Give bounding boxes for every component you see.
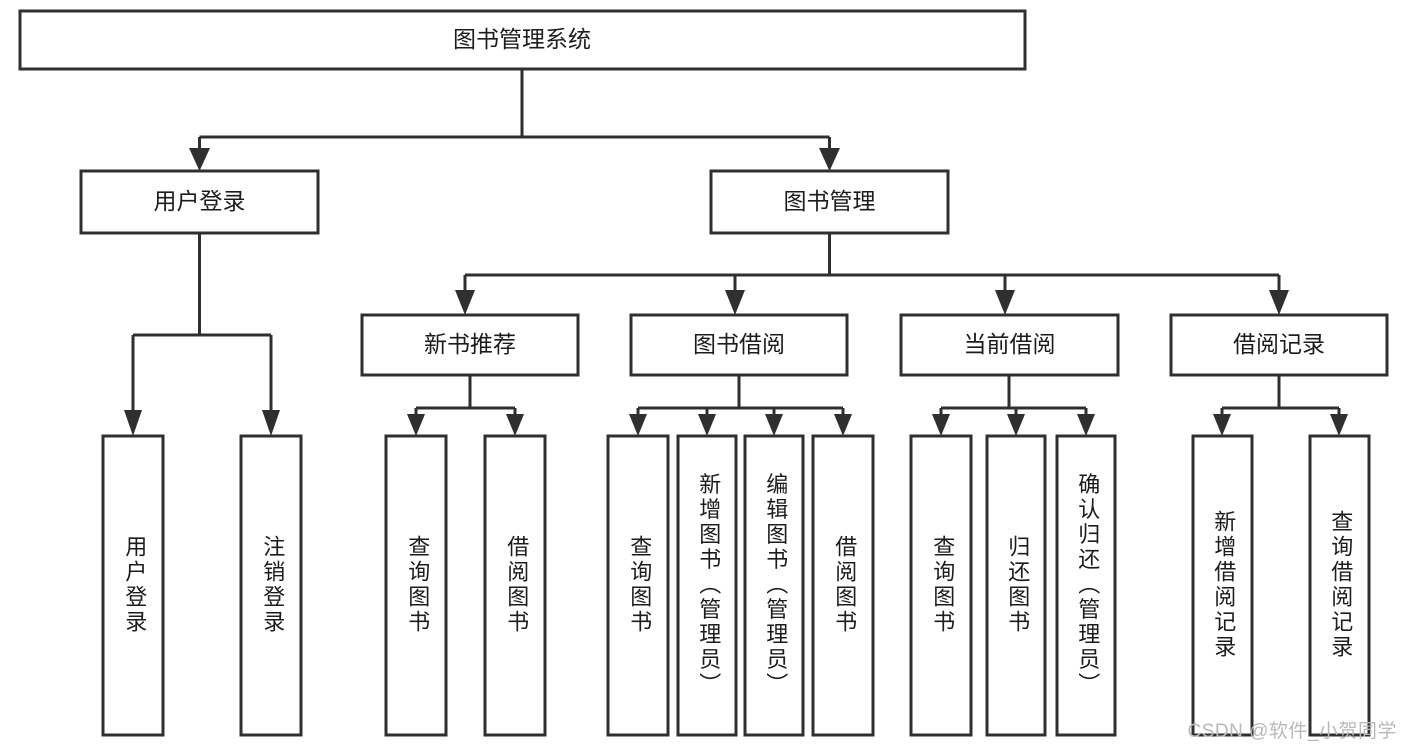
arrow-head-user-login: [189, 148, 210, 171]
node-leaf-query-book-3-label: 查询图书: [930, 535, 955, 635]
node-current-borrow-label: 当前借阅: [964, 331, 1056, 357]
arrow-head-leaf-query-book-1: [407, 414, 425, 436]
node-current-borrow[interactable]: 当前借阅: [899, 313, 1120, 377]
node-leaf-user-login[interactable]: 用户登录: [101, 434, 165, 737]
arrow-head-leaf-confirm-return-admin: [1077, 414, 1095, 436]
node-leaf-query-book-2[interactable]: 查询图书: [606, 434, 670, 737]
arrow-head-leaf-add-book-admin: [698, 414, 716, 436]
node-leaf-query-book-2-label: 查询图书: [627, 535, 652, 635]
node-new-book-recommend-label: 新书推荐: [424, 331, 516, 357]
node-leaf-confirm-return-admin-box[interactable]: [1055, 434, 1117, 737]
node-leaf-borrow-book-2-label: 借阅图书: [832, 535, 857, 635]
arrow-head-book-manage: [819, 148, 840, 171]
node-leaf-query-book-3-box[interactable]: [909, 434, 973, 737]
node-leaf-borrow-book-1-box[interactable]: [483, 434, 547, 737]
node-leaf-add-borrow-record-label: 新增借阅记录: [1211, 510, 1236, 660]
node-root[interactable]: 图书管理系统: [18, 9, 1027, 71]
arrow-head-leaf-borrow-book-2: [834, 414, 852, 436]
node-leaf-query-book-3[interactable]: 查询图书: [909, 434, 973, 737]
node-leaf-user-login-label: 用户登录: [122, 535, 147, 635]
arrow-head-leaf-query-borrow-record: [1330, 414, 1348, 436]
arrow-head-leaf-user-logout: [262, 410, 280, 436]
node-book-manage-box[interactable]: [709, 169, 950, 235]
node-new-book-recommend[interactable]: 新书推荐: [360, 313, 580, 377]
arrow-head-borrow-record: [1269, 290, 1289, 315]
node-leaf-edit-book-admin-box[interactable]: [743, 434, 805, 737]
node-leaf-query-borrow-record[interactable]: 查询借阅记录: [1308, 434, 1371, 737]
node-leaf-user-logout[interactable]: 注销登录: [239, 434, 303, 737]
node-leaf-edit-book-admin[interactable]: 编辑图书（管理员）: [743, 434, 805, 737]
connector-layer: [124, 69, 1348, 436]
node-leaf-borrow-book-1-label: 借阅图书: [504, 535, 529, 635]
node-leaf-query-book-2-box[interactable]: [606, 434, 670, 737]
arrow-head-new-book-recommend: [455, 290, 475, 315]
node-user-login-label: 用户登录: [154, 188, 246, 214]
node-leaf-borrow-book-2-box[interactable]: [811, 434, 875, 737]
node-book-borrow[interactable]: 图书借阅: [629, 313, 849, 377]
node-leaf-user-login-box[interactable]: [101, 434, 165, 737]
node-book-borrow-label: 图书借阅: [693, 331, 785, 357]
arrow-head-leaf-query-book-2: [629, 414, 647, 436]
node-user-login-box[interactable]: [79, 169, 320, 235]
node-borrow-record[interactable]: 借阅记录: [1169, 313, 1389, 377]
node-leaf-user-logout-box[interactable]: [239, 434, 303, 737]
node-current-borrow-box[interactable]: [899, 313, 1120, 377]
node-leaf-add-book-admin-box[interactable]: [676, 434, 738, 737]
node-leaf-borrow-book-2[interactable]: 借阅图书: [811, 434, 875, 737]
node-leaf-add-borrow-record[interactable]: 新增借阅记录: [1191, 434, 1254, 737]
node-user-login[interactable]: 用户登录: [79, 169, 320, 235]
node-leaf-return-book-label: 归还图书: [1005, 535, 1030, 635]
node-leaf-confirm-return-admin[interactable]: 确认归还（管理员）: [1055, 434, 1117, 737]
watermark-text: CSDN @软件_小贺同学: [1187, 721, 1397, 742]
node-leaf-borrow-book-1[interactable]: 借阅图书: [483, 434, 547, 737]
node-leaf-query-book-1[interactable]: 查询图书: [384, 434, 448, 737]
node-book-manage[interactable]: 图书管理: [709, 169, 950, 235]
node-leaf-query-book-1-label: 查询图书: [405, 535, 430, 635]
arrow-head-book-borrow: [725, 290, 745, 315]
node-leaf-add-book-admin[interactable]: 新增图书（管理员）: [676, 434, 738, 737]
node-leaf-return-book-box[interactable]: [985, 434, 1047, 737]
node-borrow-record-label: 借阅记录: [1233, 331, 1325, 357]
arrow-head-leaf-user-login: [124, 410, 142, 436]
node-leaf-query-borrow-record-label: 查询借阅记录: [1328, 510, 1353, 660]
node-leaf-query-book-1-box[interactable]: [384, 434, 448, 737]
node-leaf-edit-book-admin-label: 编辑图书（管理员）: [763, 473, 788, 698]
arrow-head-leaf-edit-book-admin: [765, 414, 783, 436]
arrow-head-leaf-borrow-book-1: [506, 414, 524, 436]
node-book-manage-label: 图书管理: [784, 188, 876, 214]
node-leaf-add-borrow-record-box[interactable]: [1191, 434, 1254, 737]
node-leaf-user-logout-label: 注销登录: [260, 535, 285, 635]
node-leaf-query-borrow-record-box[interactable]: [1308, 434, 1371, 737]
node-leaf-return-book[interactable]: 归还图书: [985, 434, 1047, 737]
arrow-head-leaf-return-book: [1007, 414, 1025, 436]
arrow-head-leaf-query-book-3: [932, 414, 950, 436]
node-borrow-record-box[interactable]: [1169, 313, 1389, 377]
arrow-head-current-borrow: [995, 290, 1015, 315]
node-root-box[interactable]: [18, 9, 1027, 71]
arrow-head-leaf-add-borrow-record: [1213, 414, 1231, 436]
node-leaf-add-book-admin-label: 新增图书（管理员）: [696, 473, 721, 698]
node-new-book-recommend-box[interactable]: [360, 313, 580, 377]
node-root-label: 图书管理系统: [453, 26, 591, 52]
node-book-borrow-box[interactable]: [629, 313, 849, 377]
node-leaf-confirm-return-admin-label: 确认归还（管理员）: [1075, 473, 1100, 698]
